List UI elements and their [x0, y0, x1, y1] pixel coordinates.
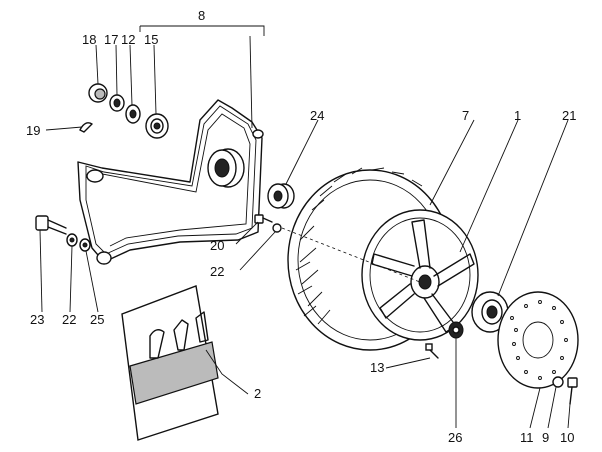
bolt-10 [567, 377, 578, 405]
callout-13: 13 [370, 360, 384, 375]
swing-arm-bushing [207, 148, 245, 188]
washer-12 [125, 104, 141, 124]
callout-15: 15 [144, 32, 158, 47]
callout-10: 10 [560, 430, 574, 445]
callout-18: 18 [82, 32, 96, 47]
wheel-rim-1 [361, 209, 479, 341]
bearing-15 [145, 113, 169, 139]
callout-12: 12 [121, 32, 135, 47]
spacer-24 [267, 183, 295, 209]
washer-25 [79, 238, 91, 252]
bolt-20 [254, 214, 273, 224]
seal-26 [448, 321, 464, 339]
bolt-23 [35, 215, 67, 235]
callout-21: 21 [562, 108, 576, 123]
callout-23: 23 [30, 312, 44, 327]
callout-labels: 8 18 17 12 15 19 7 1 21 24 20 22 23 22 2… [26, 8, 576, 445]
callout-11: 11 [520, 430, 534, 445]
washer-22-right [272, 223, 282, 233]
callout-7: 7 [462, 108, 469, 123]
callout-19: 19 [26, 123, 40, 138]
washer-9 [552, 376, 564, 388]
callout-26: 26 [448, 430, 462, 445]
callout-8: 8 [198, 8, 205, 23]
washer-22-left [66, 233, 78, 247]
valve-13 [425, 343, 439, 359]
callout-24: 24 [310, 108, 324, 123]
callout-17: 17 [104, 32, 118, 47]
swing-arm [77, 99, 264, 265]
callout-22-right: 22 [210, 264, 224, 279]
callout-20: 20 [210, 238, 224, 253]
cotter-pin-19 [79, 122, 93, 133]
brake-disc-11 [497, 291, 579, 389]
axle-nut-18 [88, 83, 108, 103]
axle-line [281, 227, 421, 283]
callout-9: 9 [542, 430, 549, 445]
tool-kit-2 [121, 285, 219, 441]
callout-1: 1 [514, 108, 521, 123]
callout-22-left: 22 [62, 312, 76, 327]
callout-2: 2 [254, 386, 261, 401]
callout-25: 25 [90, 312, 104, 327]
washer-17 [109, 94, 125, 112]
leader-lines [39, 25, 571, 429]
